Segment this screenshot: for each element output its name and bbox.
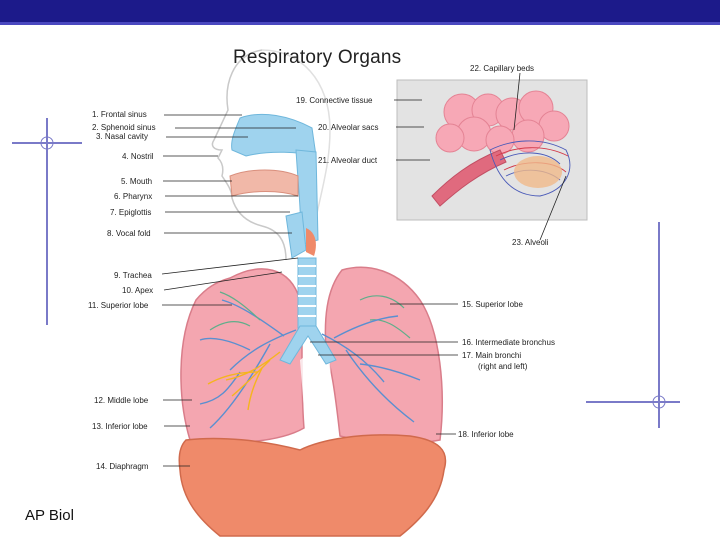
label-middle-lobe: 12. Middle lobe xyxy=(94,396,149,405)
larynx xyxy=(285,211,307,259)
label-inferior-lobe-left: 18. Inferior lobe xyxy=(458,430,514,439)
mouth xyxy=(229,169,299,197)
diaphragm xyxy=(178,434,447,537)
top-banner-line xyxy=(0,22,720,25)
main-bronchi xyxy=(279,325,337,365)
alveolar-sacs xyxy=(435,90,570,155)
label-nasal-cavity: 3. Nasal cavity xyxy=(96,132,149,141)
top-banner xyxy=(0,0,720,22)
label-alveoli: 23. Alveoli xyxy=(512,238,549,247)
nasal-cavity xyxy=(231,113,317,157)
bronchial-tree-yellow xyxy=(207,351,281,411)
alveolar-duct xyxy=(431,149,507,207)
heart-notch xyxy=(300,352,331,436)
vocal-fold-tissue xyxy=(306,228,316,256)
head-back xyxy=(261,49,331,241)
crosshair-decoration-right xyxy=(586,222,680,428)
label-nostril: 4. Nostril xyxy=(122,152,154,161)
label-superior-lobe-left: 15. Superior lobe xyxy=(462,300,523,309)
label-diaphragm: 14. Diaphragm xyxy=(96,462,149,471)
label-trachea: 9. Trachea xyxy=(114,271,152,280)
label-alveolar-sacs: 20. Alveolar sacs xyxy=(318,123,379,132)
bronchial-tree-right xyxy=(199,299,297,429)
label-inferior-lobe-right: 13. Inferior lobe xyxy=(92,422,148,431)
label-mouth: 5. Mouth xyxy=(121,177,153,186)
label-connective-tissue: 19. Connective tissue xyxy=(296,96,373,105)
footer-course-label: AP Biol xyxy=(25,507,74,524)
label-main-bronchi: 17. Main bronchi xyxy=(462,351,522,360)
alveoli-cluster xyxy=(514,156,562,188)
label-pharynx: 6. Pharynx xyxy=(114,192,153,201)
label-apex: 10. Apex xyxy=(122,286,154,295)
trachea xyxy=(297,257,317,329)
label-epiglottis: 7. Epiglottis xyxy=(110,208,152,217)
label-sphenoid-sinus: 2. Sphenoid sinus xyxy=(92,123,156,132)
label-capillary-beds: 22. Capillary beds xyxy=(470,64,535,73)
label-main-bronchi-note: (right and left) xyxy=(478,362,528,371)
leader-lines xyxy=(161,72,567,467)
crosshair-decoration-left xyxy=(12,118,82,325)
bronchial-tree-left xyxy=(321,315,421,423)
label-alveolar-duct: 21. Alveolar duct xyxy=(318,156,378,165)
label-superior-lobe-right: 11. Superior lobe xyxy=(88,301,149,310)
label-vocal-fold: 8. Vocal fold xyxy=(107,229,151,238)
left-lung xyxy=(324,266,443,445)
diagram-title: Respiratory Organs xyxy=(233,47,402,68)
label-frontal-sinus: 1. Frontal sinus xyxy=(92,110,147,119)
bronchial-tree-green xyxy=(209,291,411,339)
head-outline xyxy=(211,49,287,261)
label-intermediate-bronchus: 16. Intermediate bronchus xyxy=(462,338,555,347)
